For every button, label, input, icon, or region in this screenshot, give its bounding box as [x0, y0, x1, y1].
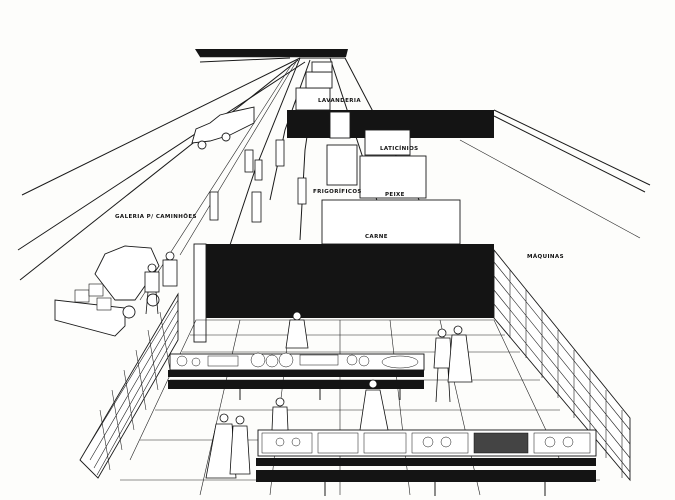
figures-market	[205, 311, 473, 479]
market-stall-upper	[168, 352, 425, 400]
truck-gallery-road	[17, 57, 306, 301]
label-frigorificos: FRIGORÍFICOS	[313, 187, 362, 195]
truck-upper	[191, 106, 255, 150]
label-laticinios: LATICÍNIOS	[380, 144, 419, 152]
label-lavanderia: LAVANDERIA	[318, 98, 361, 104]
figure-truck-driver	[144, 251, 178, 315]
carne-black-wall	[206, 244, 494, 318]
right-tile-wall	[493, 248, 631, 482]
label-peixe: PEIXE	[385, 192, 405, 198]
label-maquinas: MÁQUINAS	[527, 253, 564, 260]
label-galeria: GALERIA P/ CAMINHÕES	[115, 213, 197, 220]
label-carne: CARNE	[365, 234, 388, 240]
market-stall-lower	[256, 429, 597, 496]
truck-lower	[54, 245, 160, 337]
figures-upper	[209, 139, 307, 223]
roof-beam	[195, 49, 348, 57]
left-tile-wall	[79, 292, 179, 479]
